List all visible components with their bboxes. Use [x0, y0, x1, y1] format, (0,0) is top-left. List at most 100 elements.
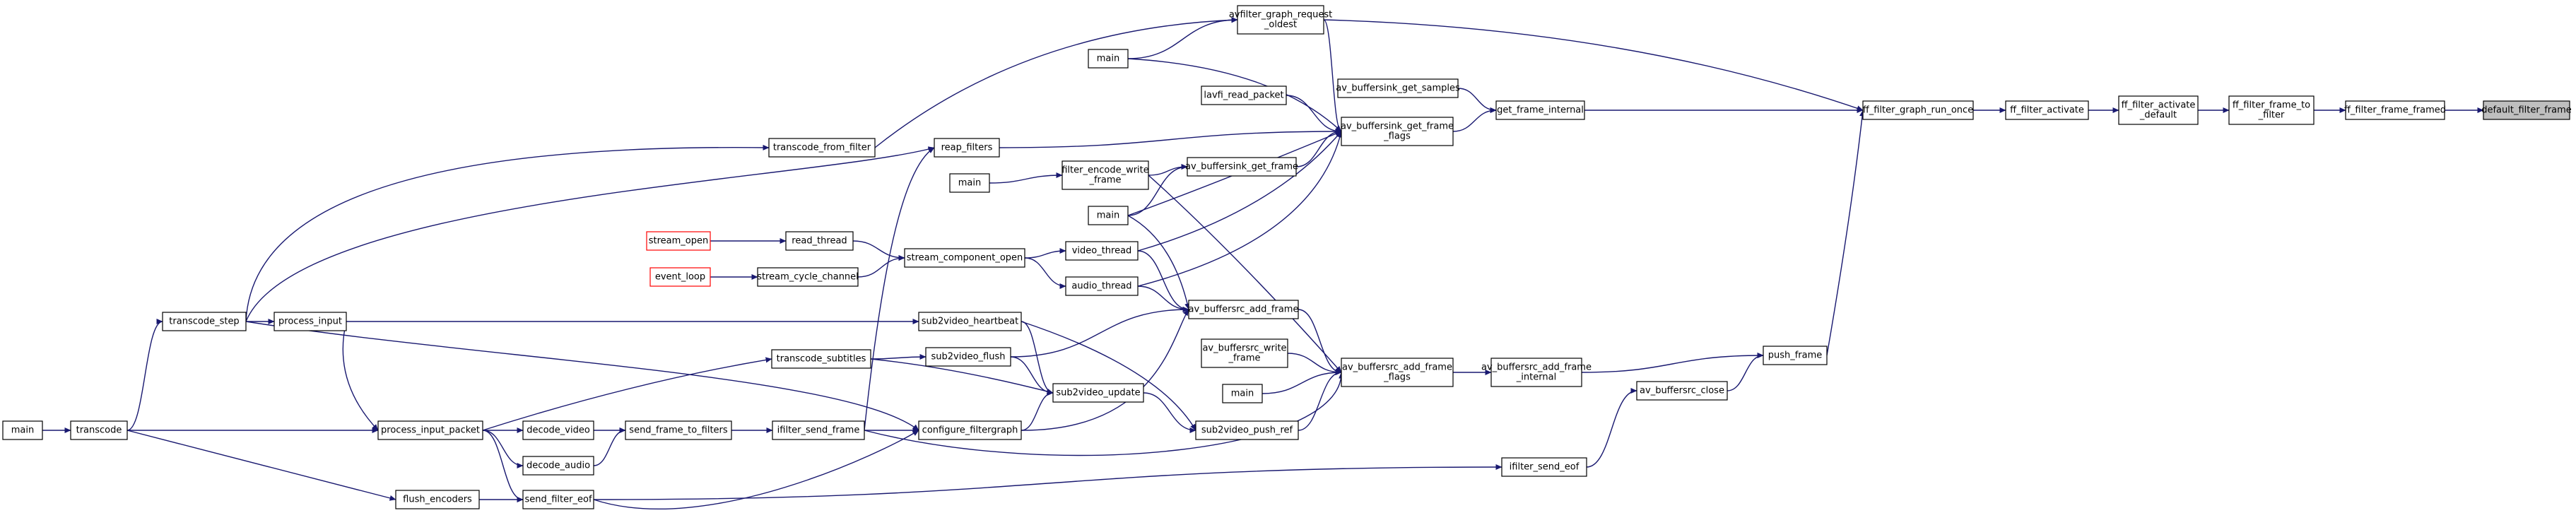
node-label: transcode_from_filter: [773, 143, 871, 153]
call-edge-process-input-packet-to-transcode-subtitles: [482, 357, 772, 431]
node-box: [522, 456, 594, 476]
node-label: configure_filtergraph: [922, 425, 1018, 436]
function-node-sub2video-flush[interactable]: sub2video_flush: [925, 347, 1011, 367]
function-node-sub2video-heartbeat[interactable]: sub2video_heartbeat: [918, 312, 1022, 331]
node-box: [2483, 100, 2570, 120]
node-label: av_buffersink_get_samples: [1336, 83, 1460, 94]
call-edge-ifilter-send-eof-to-av-buffersrc-close: [1586, 388, 1637, 468]
node-label: _internal: [1516, 372, 1556, 383]
function-node-av-buffersink-get-samples[interactable]: av_buffersink_get_samples: [1336, 78, 1460, 98]
function-node-ifilter-send-frame[interactable]: ifilter_send_frame: [772, 420, 865, 440]
function-node-av-buffersink-get-frame[interactable]: av_buffersink_get_frame: [1185, 157, 1298, 177]
node-label: ff_filter_activate: [2122, 100, 2196, 111]
node-label: ff_filter_frame_to: [2233, 100, 2310, 111]
function-node-ifilter-send-eof[interactable]: ifilter_send_eof: [1501, 457, 1587, 477]
call-edge-main-mid-to-av-buffersrc-add-frame: [1127, 215, 1191, 310]
function-node-event-loop[interactable]: event_loop: [649, 267, 711, 287]
function-node-configure-filtergraph[interactable]: configure_filtergraph: [918, 420, 1022, 440]
function-node-sub2video-push-ref[interactable]: sub2video_push_ref: [1195, 420, 1299, 440]
node-box: [646, 231, 711, 251]
function-node-transcode-from-filter[interactable]: transcode_from_filter: [768, 138, 876, 158]
node-label: av_buffersrc_add_frame: [1189, 305, 1299, 315]
function-node-av-buffersrc-close[interactable]: av_buffersrc_close: [1636, 381, 1728, 401]
function-node-ff-filter-activate-default[interactable]: ff_filter_activate_default: [2118, 95, 2199, 125]
node-label: sub2video_push_ref: [1201, 425, 1293, 436]
function-node-audio-thread[interactable]: audio_thread: [1065, 276, 1139, 296]
node-box: [934, 138, 1000, 158]
function-node-main-fewf[interactable]: main: [949, 173, 990, 193]
node-label: stream_cycle_channel: [757, 272, 859, 283]
call-edge-sub2video-heartbeat-to-sub2video-push-ref: [1021, 321, 1196, 431]
function-node-process-input[interactable]: process_input: [274, 312, 347, 331]
function-node-read-thread[interactable]: read_thread: [785, 231, 854, 251]
function-node-main-mid[interactable]: main: [1088, 206, 1129, 225]
function-node-ff-filter-activate[interactable]: ff_filter_activate: [2005, 100, 2089, 120]
function-node-sub2video-update[interactable]: sub2video_update: [1052, 383, 1144, 403]
node-label: main: [958, 178, 981, 189]
call-edge-stream-cycle-channel-to-stream-component-open: [857, 255, 905, 278]
function-node-video-thread[interactable]: video_thread: [1065, 241, 1139, 261]
node-label: main: [1097, 54, 1119, 64]
node-label: _oldest: [1264, 20, 1297, 30]
function-node-main-left[interactable]: main: [2, 420, 43, 440]
function-node-av-buffersrc-add-frame[interactable]: av_buffersrc_add_frame: [1188, 300, 1299, 319]
node-label: decode_audio: [527, 461, 590, 471]
function-node-av-buffersrc-add-frame-internal[interactable]: av_buffersrc_add_frame_internal: [1481, 358, 1592, 387]
call-edges: [42, 17, 2484, 510]
function-node-default-filter-frame[interactable]: default_filter_frame: [2481, 100, 2572, 120]
function-node-get-frame-internal[interactable]: get_frame_internal: [1495, 100, 1585, 120]
function-node-send-frame-to-filters[interactable]: send_frame_to_filters: [625, 420, 732, 440]
function-node-ff-filter-graph-run-once[interactable]: ff_filter_graph_run_once: [1862, 100, 1974, 120]
node-label: stream_open: [649, 236, 709, 247]
node-label: flush_encoders: [403, 495, 472, 505]
node-box: [395, 490, 480, 509]
node-box: [1495, 100, 1585, 120]
function-node-ff-filter-frame-framed[interactable]: ff_filter_frame_framed: [2344, 100, 2446, 120]
node-label: av_buffersink_get_frame: [1341, 122, 1454, 132]
function-node-main-top[interactable]: main: [1088, 49, 1129, 69]
function-node-stream-component-open[interactable]: stream_component_open: [904, 248, 1025, 268]
function-node-av-buffersrc-add-frame-flags[interactable]: av_buffersrc_add_frame_flags: [1341, 358, 1454, 387]
function-node-decode-video[interactable]: decode_video: [522, 420, 594, 440]
call-edge-main-mid-to-av-buffersink-get-frame-flags: [1127, 131, 1342, 216]
node-label: sub2video_flush: [931, 352, 1006, 362]
call-edge-av-buffersrc-add-frame-internal-to-push-frame: [1581, 353, 1764, 373]
function-node-flush-encoders[interactable]: flush_encoders: [395, 490, 480, 509]
node-box: [757, 267, 859, 287]
node-box: [1763, 346, 1828, 365]
function-node-process-input-packet[interactable]: process_input_packet: [377, 420, 483, 440]
function-node-transcode-step[interactable]: transcode_step: [162, 312, 247, 331]
call-edge-audio-thread-to-av-buffersink-get-frame-flags: [1137, 131, 1343, 287]
function-node-stream-open[interactable]: stream_open: [646, 231, 711, 251]
function-node-transcode[interactable]: transcode: [70, 420, 128, 440]
function-node-send-filter-eof[interactable]: send_filter_eof: [522, 490, 594, 509]
node-box: [1088, 206, 1129, 225]
function-node-transcode-subtitles[interactable]: transcode_subtitles: [771, 349, 871, 369]
function-node-push-frame[interactable]: push_frame: [1763, 346, 1828, 365]
call-edge-avfilter-graph-request-oldest-to-ff-filter-graph-run-once: [1323, 19, 1864, 112]
call-edge-av-buffersink-get-samples-to-get-frame-internal: [1457, 88, 1497, 113]
function-node-av-buffersink-get-frame-flags[interactable]: av_buffersink_get_frame_flags: [1341, 117, 1454, 146]
function-node-lavfi-read-packet[interactable]: lavfi_read_packet: [1201, 85, 1287, 105]
node-label: av_buffersink_get_frame: [1185, 162, 1298, 172]
node-label: avfilter_graph_request: [1229, 10, 1332, 20]
function-nodes: default_filter_frame ff_filter_frame_fram…: [2, 5, 2572, 509]
function-node-filter-encode-write-frame[interactable]: filter_encode_write_frame: [1061, 160, 1149, 190]
function-node-av-buffersrc-write-frame[interactable]: av_buffersrc_write_frame: [1201, 338, 1288, 368]
node-box: [1490, 358, 1582, 387]
node-label: audio_thread: [1071, 281, 1131, 292]
function-node-main-bsrc[interactable]: main: [1222, 384, 1263, 403]
function-node-ff-filter-frame-to-filter[interactable]: ff_filter_frame_to_filter: [2228, 95, 2315, 125]
function-node-reap-filters[interactable]: reap_filters: [934, 138, 1000, 158]
node-box: [2228, 95, 2315, 125]
node-label: main: [1097, 211, 1119, 221]
node-box: [522, 420, 594, 440]
function-node-decode-audio[interactable]: decode_audio: [522, 456, 594, 476]
call-edge-main-top-to-avfilter-graph-request-oldest: [1127, 17, 1238, 59]
node-label: av_buffersrc_close: [1640, 386, 1724, 396]
node-label: av_buffersrc_add_frame: [1481, 362, 1592, 373]
call-edge-av-buffersink-get-frame-to-av-buffersink-get-frame-flags: [1295, 129, 1342, 167]
function-node-stream-cycle-channel[interactable]: stream_cycle_channel: [757, 267, 859, 287]
node-label: transcode_subtitles: [777, 354, 866, 365]
function-node-avfilter-graph-request-oldest[interactable]: avfilter_graph_request_oldest: [1229, 5, 1332, 35]
